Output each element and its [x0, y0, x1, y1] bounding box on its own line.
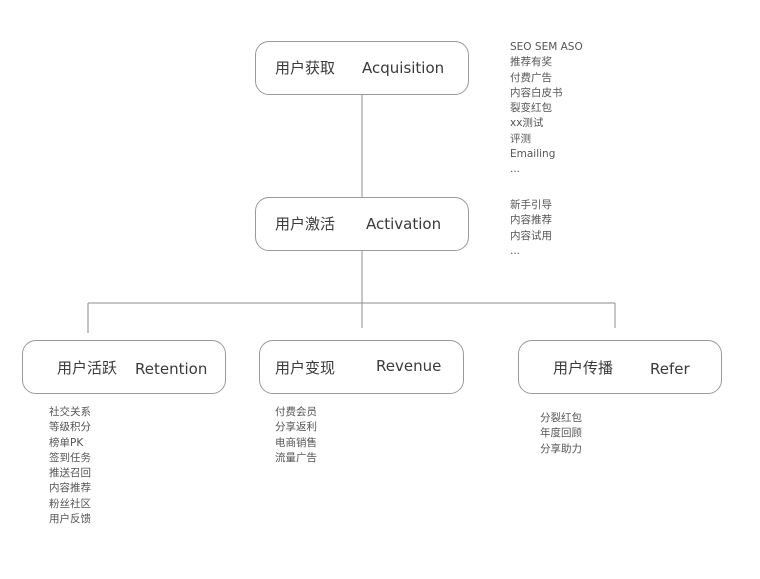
node-activation: 用户激活 Activation	[255, 197, 469, 251]
notes-item: 推送召回	[49, 467, 91, 480]
notes-item: 等级积分	[49, 421, 91, 434]
node-retention-en-label: Retention	[135, 360, 208, 378]
node-revenue-cn-label: 用户变现	[275, 359, 336, 377]
notes-item: 裂变红包	[510, 102, 552, 115]
notes-item: 新手引导	[510, 199, 552, 211]
notes-item: 内容推荐	[49, 482, 91, 495]
node-acquisition: 用户获取 Acquisition	[255, 41, 469, 95]
notes-item: xx测试	[510, 117, 544, 130]
node-activation-cn-label: 用户激活	[275, 215, 336, 233]
node-acquisition-en-label: Acquisition	[362, 59, 445, 77]
node-activation-en-label: Activation	[366, 215, 442, 233]
notes-revenue: 付费会员 分享返利 电商销售 流量广告	[275, 405, 317, 466]
notes-retention: 社交关系 等级积分 榜单PK 签到任务 推送召回 内容推荐 粉丝社区 用户反馈	[49, 405, 91, 527]
notes-item: SEO SEM ASO	[510, 41, 583, 53]
notes-item: 推荐有奖	[510, 56, 552, 69]
notes-item: Emailing	[510, 148, 556, 161]
notes-item: ...	[510, 244, 521, 257]
node-refer-en-label: Refer	[650, 360, 690, 378]
node-refer-cn-label: 用户传播	[553, 359, 614, 377]
node-retention-cn-label: 用户活跃	[57, 359, 118, 377]
notes-item: 社交关系	[49, 406, 91, 418]
notes-activation: 新手引导 内容推荐 内容试用 ...	[510, 198, 552, 259]
notes-item: 电商销售	[275, 436, 317, 449]
notes-item: 年度回顾	[540, 427, 582, 440]
notes-item: 内容试用	[510, 229, 552, 242]
notes-item: ...	[510, 163, 521, 176]
notes-refer: 分裂红包 年度回顾 分享助力	[540, 411, 582, 457]
notes-item: 付费会员	[275, 406, 317, 418]
notes-item: 粉丝社区	[49, 497, 91, 510]
notes-item: 分享助力	[540, 442, 582, 455]
notes-item: 分享返利	[275, 421, 317, 434]
node-retention: 用户活跃 Retention	[22, 340, 226, 394]
notes-item: 付费广告	[510, 71, 552, 84]
node-refer: 用户传播 Refer	[518, 340, 722, 394]
node-revenue: 用户变现 Revenue	[259, 340, 464, 394]
notes-item: 评测	[510, 132, 531, 145]
notes-item: 分裂红包	[540, 412, 582, 424]
notes-item: 榜单PK	[49, 436, 84, 449]
node-revenue-en-label: Revenue	[376, 357, 442, 375]
notes-item: 流量广告	[275, 451, 317, 464]
notes-item: 内容白皮书	[510, 86, 563, 99]
notes-item: 签到任务	[49, 451, 91, 464]
notes-acquisition: SEO SEM ASO 推荐有奖 付费广告 内容白皮书 裂变红包 xx测试 评测…	[510, 40, 583, 178]
node-acquisition-cn-label: 用户获取	[275, 59, 336, 77]
notes-item: 用户反馈	[49, 513, 91, 526]
notes-item: 内容推荐	[510, 214, 552, 227]
